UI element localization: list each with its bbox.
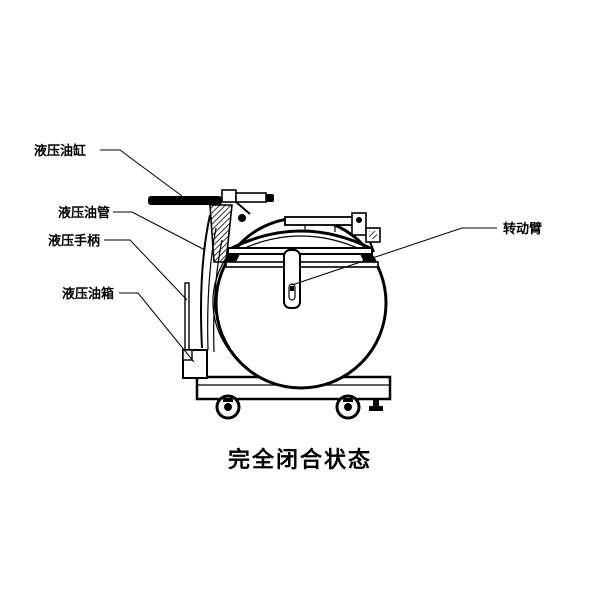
hydraulic-pipe [200, 204, 233, 353]
label-hydraulic-pipe: 液压油管 [58, 205, 110, 221]
hydraulic-cylinder [148, 189, 274, 222]
label-hydraulic-handle: 液压手柄 [48, 233, 100, 249]
label-hydraulic-tank: 液压油箱 [62, 286, 114, 302]
diagram-caption: 完全闭合状态 [228, 447, 372, 473]
leader-lines [100, 149, 497, 363]
support-foot [369, 399, 383, 411]
right-wheel [335, 394, 361, 420]
left-wheel [215, 394, 241, 420]
hydraulic-handle [184, 282, 190, 354]
top-frame [284, 212, 381, 253]
rotating-arm [283, 249, 301, 309]
label-hydraulic-cylinder: 液压油缸 [34, 143, 86, 159]
label-rotating-arm: 转动臂 [503, 221, 542, 237]
hydraulic-tank [182, 349, 208, 379]
